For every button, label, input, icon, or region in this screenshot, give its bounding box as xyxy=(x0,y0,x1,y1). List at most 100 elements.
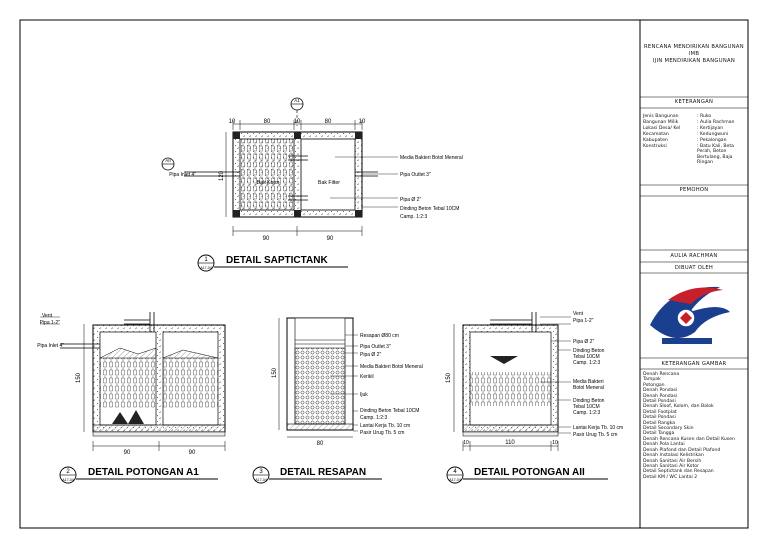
aii-label-13: Pasir Urug Tb. 5 cm xyxy=(573,432,617,438)
plan-pipe-inlet: Pipa Inlet 4" xyxy=(169,172,196,178)
info-value: : Pekalongan xyxy=(697,138,727,143)
plan-dim-top-5: 10 xyxy=(359,119,366,125)
drawing-list-item: Denah Sanitasi Air Kotor xyxy=(643,463,699,469)
info-row: Jenis Bangunan : Ruko xyxy=(643,114,747,120)
drawing-list-item: Detail Footplat xyxy=(643,409,677,415)
info-value: : Aulia Rachman xyxy=(697,120,735,125)
plan-note-2: Pipa Outlet 3" xyxy=(400,172,431,178)
dibuat-title: DIBUAT OLEH xyxy=(674,265,714,271)
plan-note-1: Media Bakteri Botol Meneral xyxy=(400,155,463,161)
plan-number: 1 xyxy=(204,257,208,263)
drawing-list-item: Detail Septictank dan Resapan xyxy=(643,469,714,475)
header-line-3: IJIN MENDIRIKAN BANGUNAN xyxy=(652,58,736,64)
aii-label-5: Tebal 10CM xyxy=(573,354,600,360)
info-key: Bangunan Milik xyxy=(643,120,679,125)
aii-label-1: Vent xyxy=(573,311,584,317)
aii-label-11: Camp. 1:2:3 xyxy=(573,410,600,416)
resapan-title: DETAIL RESAPAN xyxy=(280,467,366,478)
plan-note-5: Camp. 1:2:3 xyxy=(400,214,427,220)
aii-label-12: Lantai Kerja Tb. 10 cm xyxy=(573,425,623,431)
resapan-number: 3 xyxy=(259,469,263,475)
a1-title-block xyxy=(59,466,218,484)
info-value: : Kedungwuni xyxy=(697,132,729,137)
info-key: Konstruksi xyxy=(643,144,667,149)
info-key: Jenis Bangunan xyxy=(643,114,679,119)
plan-dim-top-2: 80 xyxy=(264,119,271,125)
drawing-list-item: Denah Pondasi xyxy=(643,388,678,394)
aii-label-4: Dinding Beton xyxy=(573,348,605,354)
header-line-2: IMB xyxy=(688,51,700,57)
drawing-list-item: Potongan xyxy=(643,382,665,388)
resapan-label-4: Media Bakteri Botol Meneral xyxy=(360,364,423,370)
info-value: : Kertijayan xyxy=(697,126,724,131)
drawing-list-item: Detail Tangga xyxy=(643,431,675,437)
resapan-label-8: Camp. 1:2:3 xyxy=(360,415,387,421)
info-row: Bangunan Milik : Aulia Rachman xyxy=(643,120,747,126)
a1-dim-bottom-1: 90 xyxy=(124,450,131,456)
plan-section-mark-aii: AII xyxy=(165,158,171,163)
septictank-plan xyxy=(161,97,398,236)
aii-title: DETAIL POTONGAN AII xyxy=(474,467,585,478)
resapan-label-10: Pasir Urug Tb. 5 cm xyxy=(360,430,404,436)
drawing-list-item: Detail Pondasi xyxy=(643,415,676,421)
a1-label-pipe-inlet: Pipa Inlet 4" xyxy=(37,343,64,349)
title-block: RENCANA MENDIRIKAN BANGUNAN IMB IJIN MEN… xyxy=(640,20,748,528)
resapan-label-6: Ijuk xyxy=(360,392,368,398)
drawing-list-item: Denah Plafond dan Detail Plafond xyxy=(643,447,721,453)
plan-dim-top-3: 10 xyxy=(294,119,301,125)
drawing-list-item: Denah Sloof, Kolom, dan Balok xyxy=(643,404,714,410)
plan-sheet: A17-04 xyxy=(200,266,212,270)
resapan-dim-bottom: 80 xyxy=(317,441,324,447)
aii-label-7: Media Bakteri xyxy=(573,379,604,385)
info-key: Kabupaten xyxy=(643,138,668,143)
plan-dim-bottom-2: 90 xyxy=(327,236,334,242)
aii-label-2: Pipa 1-2" xyxy=(573,318,594,324)
aii-dim-bottom-1: 10 xyxy=(463,440,469,446)
plan-dim-side: 120 xyxy=(219,170,225,181)
aii-dim-bottom-2: 110 xyxy=(505,440,515,446)
a1-label-pipe-12: Pipa 1-2" xyxy=(40,320,61,326)
drawing-list-item: Detail Pondasi xyxy=(643,399,676,405)
resapan-label-9: Lantai Kerja Tb. 10 cm xyxy=(360,423,410,429)
a1-sheet: A17-04 xyxy=(62,478,74,482)
keterangan-gambar-title: KETERANGAN GAMBAR xyxy=(661,361,727,367)
a1-title: DETAIL POTONGAN A1 xyxy=(88,467,199,478)
resapan-dim-side: 150 xyxy=(272,367,278,378)
drawing-list-item: Detail KM / WC Lantai 2 xyxy=(643,474,698,480)
header-line-1: RENCANA MENDIRIKAN BANGUNAN xyxy=(644,44,744,50)
resapan-label-2: Pipa Outlet 3" xyxy=(360,344,391,350)
section-a1 xyxy=(40,312,226,451)
resapan-section xyxy=(278,317,358,438)
drawing-list-item: Denah Instalasi Kelistrikan xyxy=(643,453,704,459)
resapan-label-1: Resapan Ø80 cm xyxy=(360,333,399,339)
aii-label-10: Tebal 10CM xyxy=(573,404,600,410)
info-row: Konstruksi : Batu Kali, Beta Perah, Beto… xyxy=(643,144,747,170)
keterangan-title: KETERANGAN xyxy=(674,99,714,105)
plan-dim-top-4: 80 xyxy=(325,119,332,125)
section-aii xyxy=(453,312,571,451)
aii-label-3: Pipa Ø 2" xyxy=(573,339,594,345)
resapan-sheet: A17-04 xyxy=(255,478,267,482)
drawing-list-item: Denah Pola Lantai xyxy=(643,442,685,448)
plan-note-3: Pipa Ø 2" xyxy=(400,197,421,203)
aii-dim-bottom-3: 10 xyxy=(552,440,558,446)
aii-sheet: A17-04 xyxy=(449,478,461,482)
aii-label-9: Dinding Beton xyxy=(573,398,605,404)
plan-title: DETAIL SAPTICTANK xyxy=(226,255,328,266)
plan-note-4: Dinding Beton Tebal 10CM xyxy=(400,206,459,212)
plan-room-a: Bak Kotor xyxy=(257,180,280,186)
company-logo xyxy=(650,286,730,344)
info-value: : Ruko xyxy=(697,114,712,119)
info-key: Lokasi Desa/ Kel xyxy=(643,126,681,131)
plan-room-b: Bak Filter xyxy=(318,180,340,186)
plan-dim-bottom-1: 90 xyxy=(263,236,270,242)
a1-dim-side: 150 xyxy=(76,372,82,383)
info-value: : Batu Kali, Beta Perah, Beton Bertulang… xyxy=(697,144,734,166)
pemohon-name: AULIA RACHMAN xyxy=(670,253,718,259)
resapan-label-7: Dinding Beton Tebal 10CM xyxy=(360,408,419,414)
plan-section-mark-a1: A1 xyxy=(294,98,300,103)
drawing-list-item: Denah Sanitasi Air Bersih xyxy=(643,458,702,464)
info-row: Kabupaten : Pekalongan xyxy=(643,138,747,144)
aii-number: 4 xyxy=(453,469,457,475)
